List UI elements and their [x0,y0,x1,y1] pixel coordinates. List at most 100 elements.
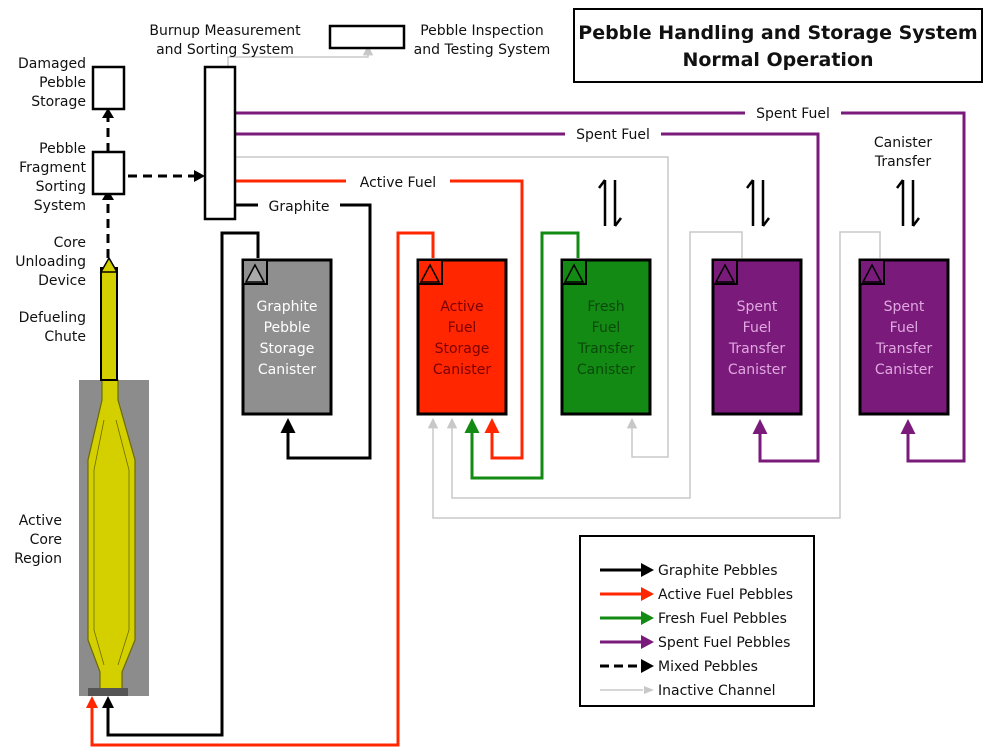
legend-item-1: Active Fuel Pebbles [600,587,793,603]
legend-item-4: Mixed Pebbles [600,659,758,675]
burnup-label-2: and Sorting System [156,42,294,58]
spent-fuel-label-lower: Spent Fuel [576,127,650,143]
fragment-to-damaged-arrowhead [102,108,114,118]
legend-box [579,535,815,707]
core-return-black-arrowhead [102,696,114,708]
canister-body [416,258,508,416]
canister-label-line: Fuel [592,320,621,336]
damaged-label-3: Storage [31,94,86,110]
spent-fuel-label-upper: Spent Fuel [756,106,830,122]
legend-item-2: Fresh Fuel Pebbles [600,611,787,627]
canister-label-line: Spent [884,299,925,315]
canister-transfer-label-2: Transfer [874,154,932,170]
inlet-triangle-icon [419,263,441,283]
diagram-title-line1: Pebble Handling and Storage System [578,22,977,44]
legend-arrowhead [641,587,654,601]
canister-body [241,258,333,416]
inlet-triangle-icon [714,263,736,283]
fragment-label-2: Fragment [19,160,86,176]
title-box: Pebble Handling and Storage System Norma… [573,8,983,83]
legend-label: Active Fuel Pebbles [658,587,793,603]
canister-label-line: Transfer [875,341,933,357]
transfer-arrows [598,179,920,227]
active-core [79,256,149,696]
canister-label-line: Fuel [890,320,919,336]
transfer-icon-spent-1 [746,179,770,227]
active-core-label-1: Active [19,513,62,529]
canister-label-line: Canister [875,362,934,378]
inspection-label-2: and Testing System [414,42,551,58]
mixed-pebble-lines [106,114,196,258]
legend-label: Mixed Pebbles [658,659,758,675]
legend-arrowhead [641,563,654,577]
fragment-label-1: Pebble [39,141,86,157]
legend-item-0: Graphite Pebbles [600,563,778,579]
canisters: GraphitePebbleStorageCanisterActiveFuelS… [241,258,950,416]
graphite-label-bg [258,194,340,216]
fresh-fuel-line [464,231,580,480]
canister-body [711,258,803,416]
core-return-red-arrowhead [86,696,98,708]
canister-label-line: Graphite [257,299,318,315]
canister-label-line: Active [440,299,483,315]
canister-label-line: Fresh [587,299,624,315]
legend-arrowhead [641,659,654,673]
core-unload-label-3: Device [38,273,86,289]
transfer-icon-fresh [598,179,622,227]
defuel-label-1: Defueling [19,310,86,326]
active-fuel-label-bg [346,170,450,192]
core-unloading-device [99,256,119,273]
legend-label: Fresh Fuel Pebbles [658,611,787,627]
left-labels: Damaged Pebble Storage Pebble Fragment S… [14,56,86,567]
defuel-label-2: Chute [44,329,86,345]
defueling-chute [100,267,118,381]
canister-label-line: Spent [737,299,778,315]
canister-label-line: Fuel [743,320,772,336]
fragment-label-3: Sorting [36,179,86,195]
damaged-storage-box [91,65,126,111]
canister-label-line: Pebble [264,320,311,336]
core-unload-label-2: Unloading [15,254,86,270]
inspection-label-1: Pebble Inspection [420,23,544,39]
canister-label-line: Transfer [577,341,635,357]
legend-label: Graphite Pebbles [658,563,778,579]
legend-arrowhead [641,635,654,649]
burnup-label-1: Burnup Measurement [149,23,301,39]
canister-label-line: Storage [435,341,490,357]
active-core-label-2: Core [30,532,62,548]
burnup-sorting-box [203,65,237,221]
inlet-triangle-icon [861,263,883,283]
legend-label: Inactive Channel [658,683,775,699]
canister-label-line: Canister [258,362,317,378]
canister-label-line: Transfer [728,341,786,357]
inlet-triangle-icon [244,263,266,283]
inactive-channels [227,44,881,519]
legend-arrowhead [641,611,654,625]
damaged-label-2: Pebble [39,75,86,91]
diagram-title-line2: Normal Operation [682,49,873,71]
transfer-icon-spent-2 [896,179,920,227]
legend-label: Spent Fuel Pebbles [658,635,790,651]
canister-label-line: Canister [433,362,492,378]
active-fuel-label: Active Fuel [360,175,436,191]
canister-transfer-label-1: Canister [874,135,933,151]
canister-label-line: Canister [577,362,636,378]
inspection-testing-box [328,24,406,50]
canister-label-line: Storage [260,341,315,357]
legend-item-5: Inactive Channel [600,683,775,699]
spent-fuel-label-bg-lower [565,123,661,145]
canister-label-line: Canister [728,362,787,378]
core-unload-label-1: Core [54,235,86,251]
fragment-to-sorter-arrowhead [194,170,205,182]
graphite-label: Graphite [269,199,330,215]
spent-fuel-label-bg-upper [745,102,841,124]
active-core-label-3: Region [14,551,62,567]
canister-label-line: Fuel [448,320,477,336]
inlet-triangle-icon [563,263,585,283]
